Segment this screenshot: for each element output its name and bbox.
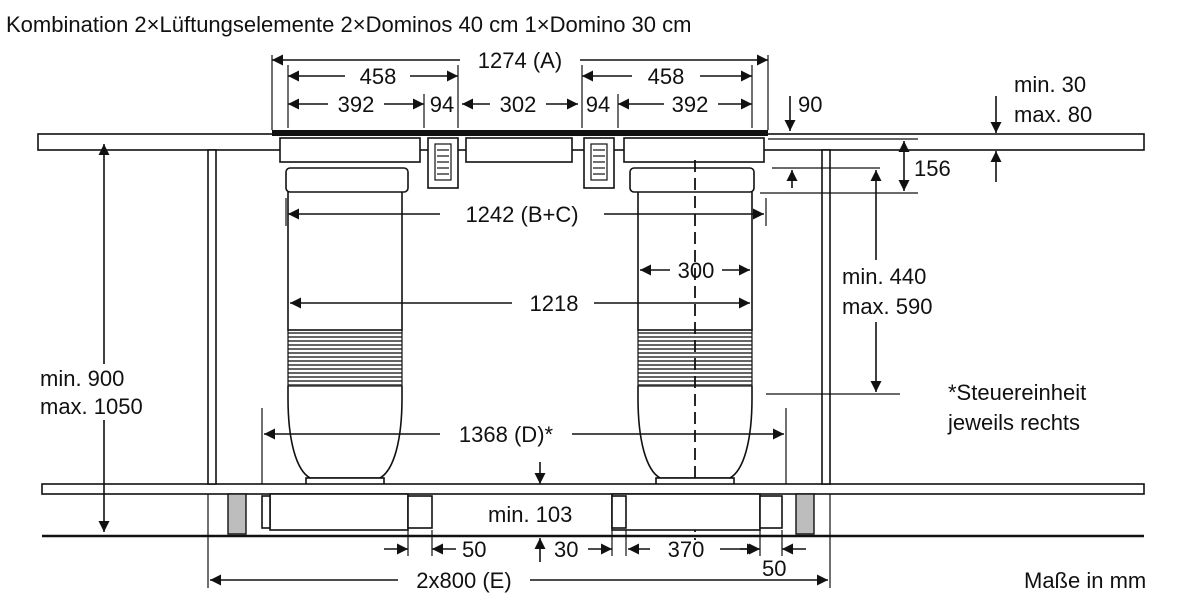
dimension-lines <box>98 54 1002 588</box>
dim-1218: 1218 <box>530 291 579 316</box>
dim-plinth-min: min. 103 <box>488 502 572 527</box>
dim-458-right: 458 <box>648 64 685 89</box>
dim-156: 156 <box>914 156 951 181</box>
dim-458-left: 458 <box>360 64 397 89</box>
dim-cabinet-min: min. 900 <box>40 366 124 391</box>
dim-50-right: 50 <box>762 556 786 581</box>
dim-2x800-e: 2x800 (E) <box>416 568 511 593</box>
dim-1242-bc: 1242 (B+C) <box>465 202 578 227</box>
dim-worktop-max: max. 80 <box>1014 102 1092 127</box>
dim-90: 90 <box>798 92 822 117</box>
dim-50-left: 50 <box>462 537 486 562</box>
diagram-title: Kombination 2×Lüftungselemente 2×Dominos… <box>6 12 691 37</box>
dim-1274-a: 1274 (A) <box>478 48 562 73</box>
dim-duct-min: min. 440 <box>842 264 926 289</box>
cooktop <box>272 130 768 163</box>
dim-duct-max: max. 590 <box>842 294 933 319</box>
footnote-line2: jeweils rechts <box>947 410 1080 435</box>
dim-392-right: 392 <box>672 92 709 117</box>
dim-30: 30 <box>554 537 578 562</box>
control-unit-right <box>583 137 615 189</box>
fan-duct-right <box>629 160 755 540</box>
dim-392-left: 392 <box>338 92 375 117</box>
dim-worktop-min: min. 30 <box>1014 72 1086 97</box>
control-unit-left <box>427 137 459 189</box>
cabinet-side-walls <box>207 149 831 485</box>
footnote-line1: *Steuereinheit <box>948 380 1086 405</box>
dim-300: 300 <box>678 258 715 283</box>
dim-94-right: 94 <box>586 92 610 117</box>
fan-duct-left <box>285 167 409 489</box>
dim-1368-d: 1368 (D)* <box>459 422 554 447</box>
dim-370: 370 <box>668 537 705 562</box>
dim-94-left: 94 <box>430 92 454 117</box>
units-note: Maße in mm <box>1024 568 1146 593</box>
dim-cabinet-max: max. 1050 <box>40 394 143 419</box>
cabinet-bottom-shelf <box>41 483 1145 495</box>
cabinet-legs <box>227 493 815 535</box>
plinth-filters <box>261 493 783 531</box>
dim-302: 302 <box>500 92 537 117</box>
